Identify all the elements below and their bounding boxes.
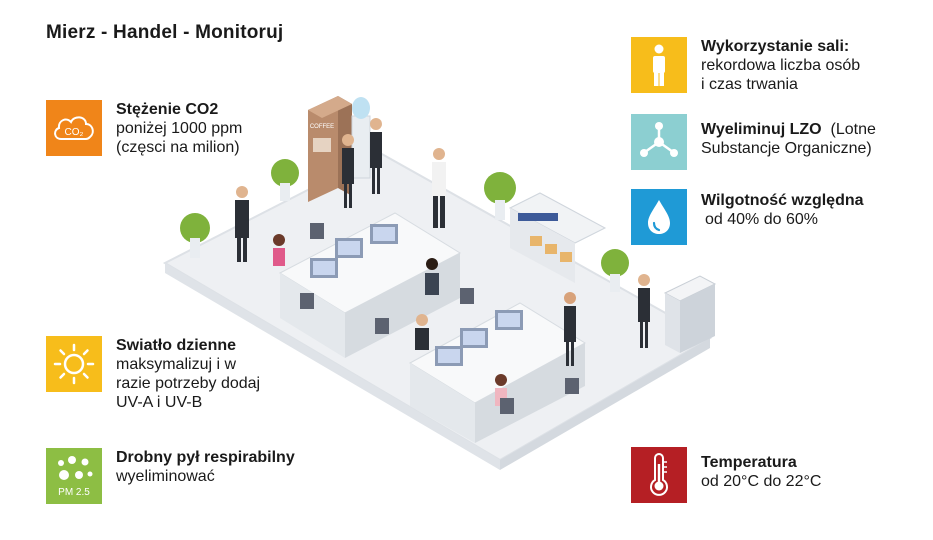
person-figure xyxy=(342,134,354,208)
person-figure xyxy=(370,118,382,194)
pm-item: PM 2.5 Drobny pył respirabilny wyelimino… xyxy=(46,448,295,504)
molecule-icon xyxy=(631,114,687,170)
person-figure xyxy=(638,274,650,348)
person-figure xyxy=(432,148,446,228)
voc-heading: Wyeliminuj LZO xyxy=(701,121,822,138)
office-illustration: COFFEE xyxy=(162,96,717,470)
office-floor-edge xyxy=(165,263,500,470)
room-usage-heading: Wykorzystanie sali: xyxy=(701,38,850,55)
room-usage-item: Wykorzystanie sali: rekordowa liczba osó… xyxy=(631,37,860,94)
plant xyxy=(180,213,210,258)
voc-item: Wyeliminuj LZO (Lotne Substancje Organic… xyxy=(631,114,876,170)
person-icon xyxy=(631,37,687,93)
person-figure xyxy=(273,234,285,266)
voc-body: Substancje Organiczne) xyxy=(701,140,872,157)
daylight-body: maksymalizuj i w razie potrzeby dodaj UV… xyxy=(116,356,261,411)
water-cooler xyxy=(351,97,371,179)
printer xyxy=(663,275,717,353)
desk-cluster-lower xyxy=(409,302,586,443)
co2-heading: Stężenie CO2 xyxy=(116,101,219,118)
humidity-heading: Wilgotność względna xyxy=(701,192,864,209)
daylight-heading: Swiatło dzienne xyxy=(116,337,237,354)
coffee-label: COFFEE xyxy=(310,124,334,130)
person-figure xyxy=(415,314,429,350)
person-figure xyxy=(235,186,249,262)
pm-body: wyeliminować xyxy=(116,468,215,485)
room-usage-body: rekordowa liczba osób i czas trwania xyxy=(701,57,861,93)
co2-body: poniżej 1000 ppm (częsci na milion) xyxy=(116,120,243,156)
plant xyxy=(601,249,629,292)
daylight-item: Swiatło dzienne maksymalizuj i w razie p… xyxy=(46,336,260,412)
sun-icon xyxy=(46,336,102,392)
thermometer-icon xyxy=(631,447,687,503)
pm-icon-text: PM 2.5 xyxy=(58,487,90,498)
water-drop-icon xyxy=(631,189,687,245)
plant xyxy=(484,172,516,220)
co2-item: CO₂ Stężenie CO2 poniżej 1000 ppm (częsc… xyxy=(46,100,242,157)
voc-heading-suffix: (Lotne xyxy=(830,121,876,138)
person-figure xyxy=(425,258,439,295)
coffee-machine: COFFEE xyxy=(308,96,352,202)
page-title: Mierz - Handel - Monitoruj xyxy=(46,22,284,43)
plant xyxy=(271,159,299,201)
office-chair xyxy=(300,223,579,414)
temperature-heading: Temperatura xyxy=(701,454,797,471)
temperature-item: Temperatura od 20°C do 22°C xyxy=(631,447,821,503)
temperature-body: od 20°C do 22°C xyxy=(701,473,822,490)
co2-cloud-icon: CO₂ xyxy=(46,100,102,156)
storage-shelf xyxy=(508,192,607,283)
co2-icon-text: CO₂ xyxy=(65,127,84,138)
humidity-body: od 40% do 60% xyxy=(705,211,818,228)
humidity-item: Wilgotność względna od 40% do 60% xyxy=(631,189,864,245)
person-figure xyxy=(564,292,576,366)
pm-heading: Drobny pył respirabilny xyxy=(116,449,295,466)
pm-particles-icon: PM 2.5 xyxy=(46,448,102,504)
